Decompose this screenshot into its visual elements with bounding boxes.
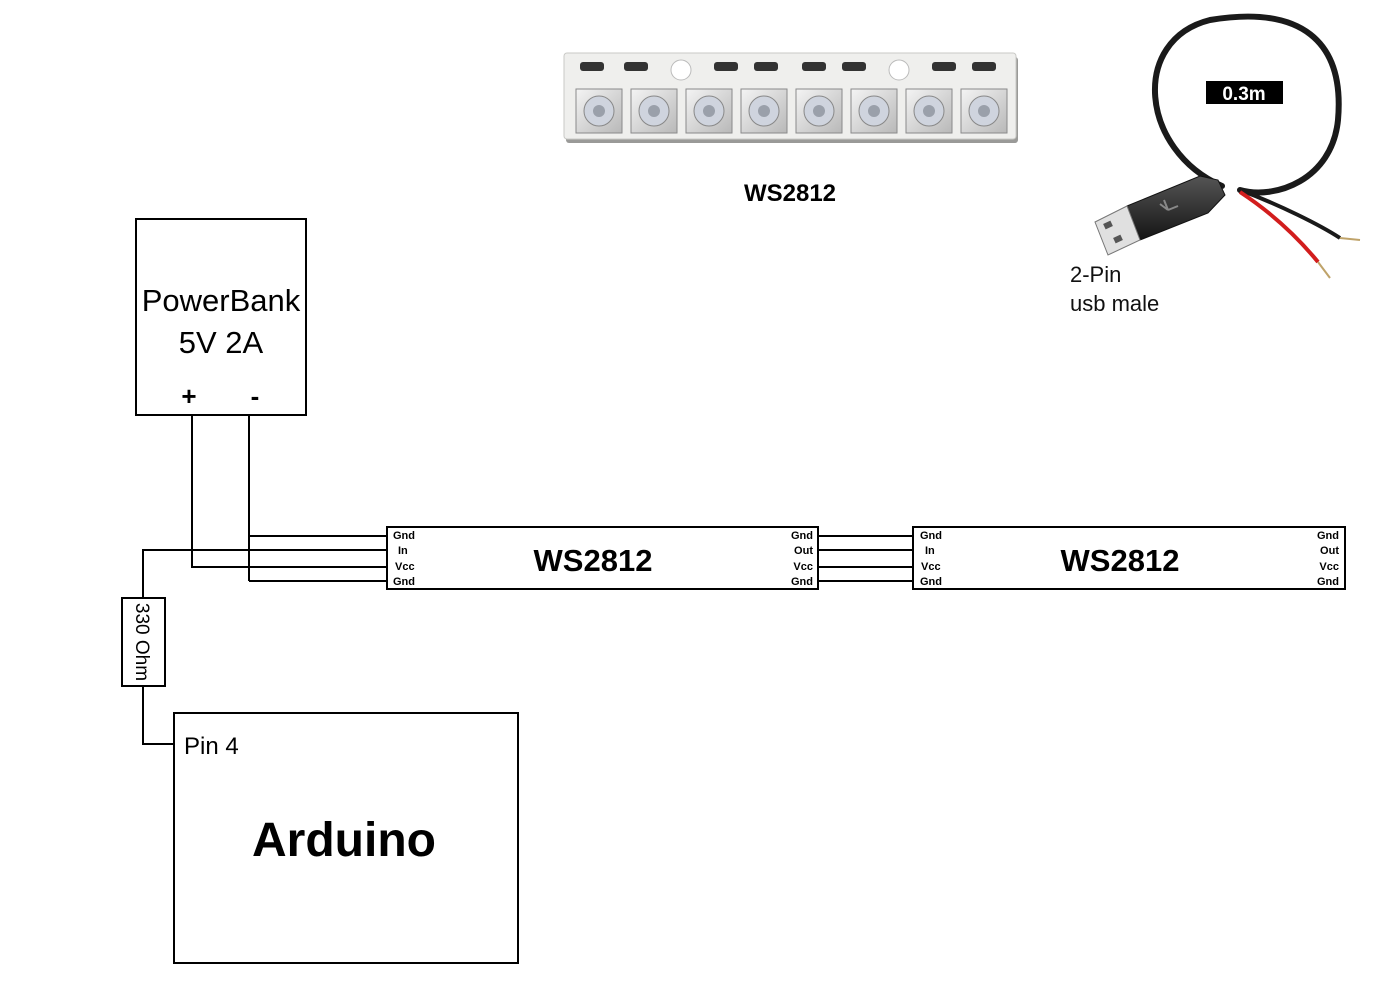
usb-cable-label-line2: usb male (1070, 291, 1160, 316)
wire-pin4 (142, 686, 174, 745)
strip1-pin-vcc-in: Vcc (395, 561, 415, 573)
ws2812-strip-1: WS2812 Gnd In Vcc Gnd Gnd Out Vcc Gnd (386, 526, 819, 590)
powerbank-title-line2: 5V 2A (179, 325, 264, 360)
strip1-title: WS2812 (534, 543, 653, 578)
strip2-pin-gnd-in-2: Gnd (920, 576, 942, 588)
usb-cable-label-line1: 2-Pin (1070, 262, 1122, 287)
arduino-box: Pin 4 Arduino (173, 712, 519, 964)
resistor: 330 Ohm (121, 597, 166, 687)
strip2-pin-gnd-out: Gnd (1317, 530, 1339, 542)
strip1-pin-gnd-in: Gnd (393, 530, 415, 542)
strip2-pin-gnd-out-2: Gnd (1317, 576, 1339, 588)
strip1-pin-out: Out (794, 545, 813, 557)
strip2-pin-out: Out (1320, 545, 1339, 557)
wires (142, 415, 913, 745)
usb-cable-photo (1094, 13, 1361, 279)
cable-length-badge: 0.3m (1206, 81, 1283, 105)
led-strip-photo (563, 52, 1018, 143)
led-strip-caption: WS2812 (744, 180, 836, 207)
strip1-pin-in: In (398, 545, 408, 557)
wire-vcc (191, 415, 387, 568)
strip2-pin-vcc-in: Vcc (921, 561, 941, 573)
strip2-title: WS2812 (1061, 543, 1180, 578)
powerbank-minus-terminal: - (251, 381, 260, 411)
arduino-title: Arduino (252, 814, 436, 867)
wire-data-in (142, 549, 387, 598)
strip2-pin-in: In (925, 545, 935, 557)
resistor-label: 330 Ohm (131, 603, 152, 681)
wire-gnd (248, 415, 387, 537)
usb-cable-label: 2-Pin usb male (1070, 260, 1159, 318)
powerbank-title-line1: PowerBank (142, 283, 301, 318)
strip1-pin-gnd-out: Gnd (791, 530, 813, 542)
powerbank-plus-terminal: + (181, 381, 196, 411)
powerbank-box: PowerBank 5V 2A + - (135, 218, 307, 416)
strip1-pin-vcc-out: Vcc (793, 561, 813, 573)
strip1-pin-gnd-out-2: Gnd (791, 576, 813, 588)
arduino-pin-label: Pin 4 (184, 733, 239, 760)
led-array (575, 88, 1008, 134)
cable-length-text: 0.3m (1222, 84, 1265, 105)
strip2-pin-gnd-in: Gnd (920, 530, 942, 542)
strip2-pin-vcc-out: Vcc (1319, 561, 1339, 573)
ws2812-strip-2: WS2812 Gnd In Vcc Gnd Gnd Out Vcc Gnd (912, 526, 1346, 590)
strip1-pin-gnd-in-2: Gnd (393, 576, 415, 588)
